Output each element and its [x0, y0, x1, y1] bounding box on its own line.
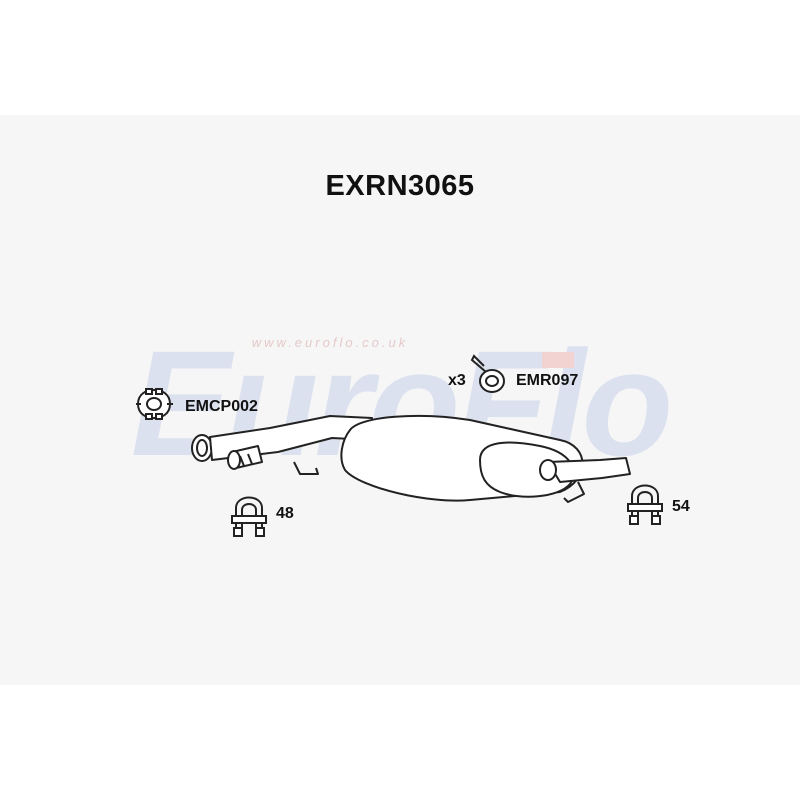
part-number-title: EXRN3065: [325, 170, 475, 202]
exhaust-assembly: [191, 414, 631, 503]
diagram-panel: [0, 115, 800, 685]
u-bolt-54-icon: [627, 484, 663, 525]
u-bolt-48-icon: [231, 496, 267, 537]
watermark-tagline: www.euroflo.co.uk: [252, 335, 409, 350]
u-bolt-54-label: 54: [672, 498, 690, 515]
rubber-quantity-label: x3: [448, 372, 466, 389]
clamp-icon: [136, 388, 173, 420]
watermark-red-bar: [542, 352, 574, 368]
u-bolt-48-label: 48: [276, 505, 294, 522]
rubber-code-label: EMR097: [516, 372, 579, 389]
clamp-code-label: EMCP002: [185, 398, 258, 415]
rubber-mount-icon: [470, 354, 505, 393]
